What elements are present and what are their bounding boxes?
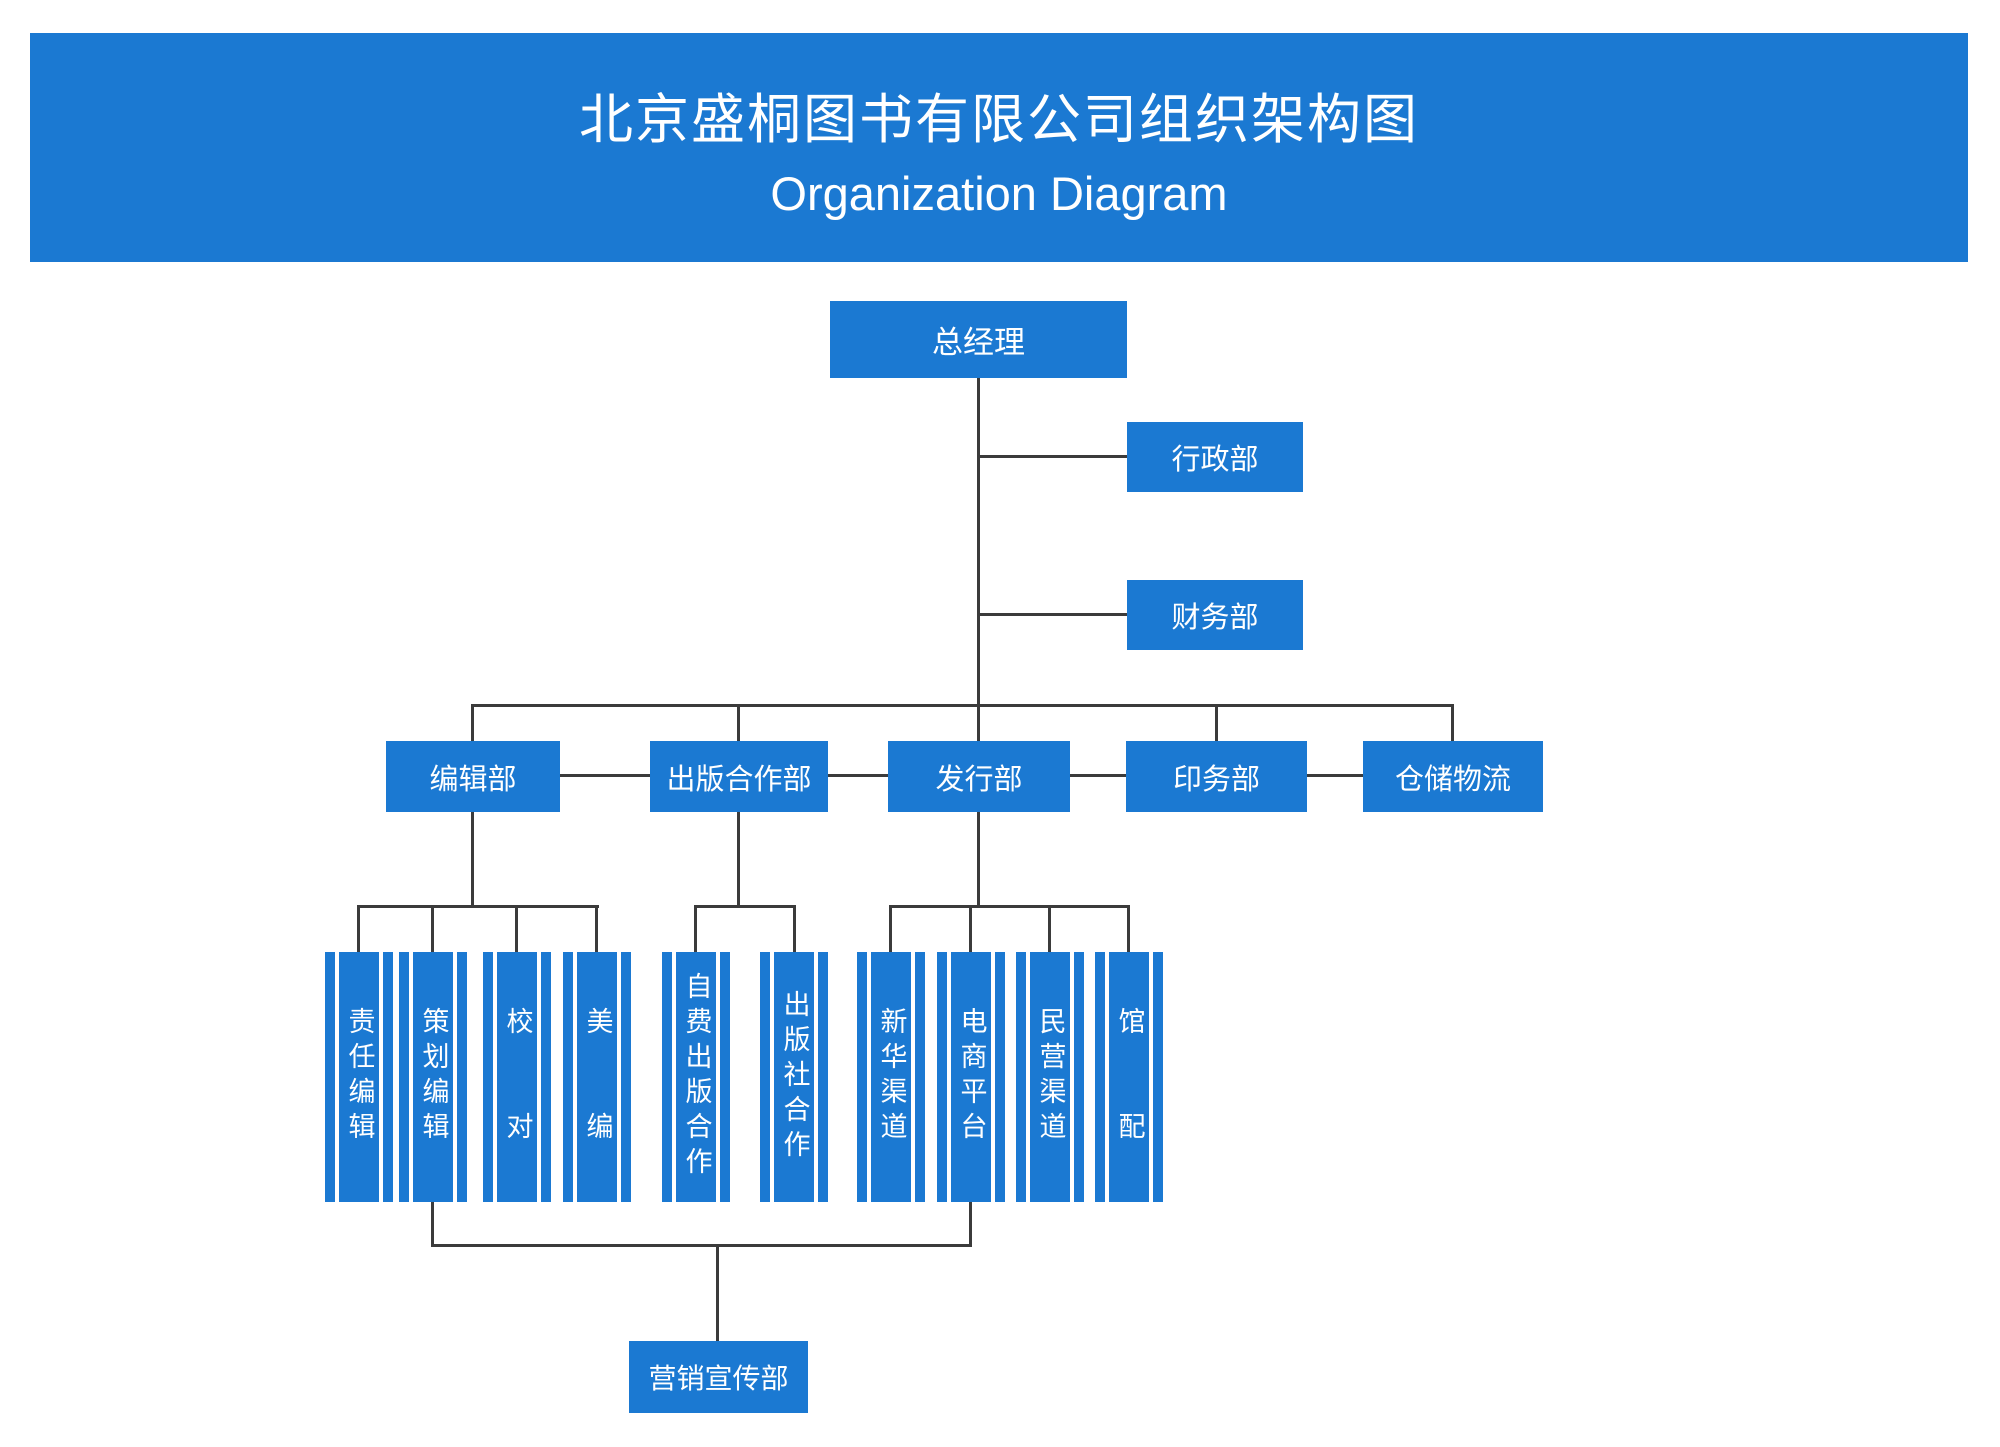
node-label: 电商平台 — [956, 1007, 987, 1147]
connector-feed-marketing — [716, 1244, 719, 1341]
connector-feed-editorial — [471, 812, 474, 908]
connector-subdrop-self-publishing — [694, 905, 697, 953]
connector-subdrop-publisher-coop — [793, 905, 796, 953]
node-label: 美 编 — [582, 1007, 613, 1147]
node-proofreading: 校 对 — [483, 952, 551, 1202]
node-ecommerce-platform: 电商平台 — [937, 952, 1005, 1202]
node-self-publishing-coop: 自费出版合作 — [662, 952, 730, 1202]
connector-feed-distribution — [977, 812, 980, 908]
node-label: 财务部 — [1171, 602, 1259, 634]
node-label: 出版社合作 — [779, 989, 810, 1165]
node-label: 新华渠道 — [876, 1007, 907, 1147]
connector-drop-distribution — [977, 704, 980, 742]
node-publisher-coop: 出版社合作 — [760, 952, 828, 1202]
connector-sibling-4 — [1307, 774, 1363, 777]
node-label: 总经理 — [932, 325, 1025, 360]
connector-drop-editorial — [471, 704, 474, 742]
node-library-distribution: 馆 配 — [1095, 952, 1163, 1202]
node-label: 编辑部 — [429, 763, 517, 796]
node-marketing-dept: 营销宣传部 — [629, 1341, 808, 1413]
node-finance-dept: 财务部 — [1127, 580, 1303, 650]
connector-subdrop-private — [1048, 905, 1051, 953]
connector-admin-branch — [978, 455, 1127, 458]
node-label: 出版合作部 — [666, 763, 812, 796]
connector-subdrop-proofreading — [515, 905, 518, 953]
connector-subbus-editorial — [357, 905, 599, 908]
connector-subdrop-art-editor — [595, 905, 598, 953]
connector-subdrop-duty-editor — [357, 905, 360, 953]
node-admin-dept: 行政部 — [1127, 422, 1303, 492]
node-private-channel: 民营渠道 — [1016, 952, 1084, 1202]
connector-sibling-2 — [828, 774, 888, 777]
connector-bottom-left-drop — [431, 1202, 434, 1247]
node-printing-dept: 印务部 — [1126, 741, 1307, 812]
node-label: 责任编辑 — [344, 1007, 375, 1147]
node-art-editor: 美 编 — [563, 952, 631, 1202]
node-publishing-coop-dept: 出版合作部 — [650, 741, 828, 812]
node-label: 发行部 — [935, 763, 1023, 796]
connector-sibling-1 — [560, 774, 650, 777]
node-duty-editor: 责任编辑 — [325, 952, 393, 1202]
title-banner: 北京盛桐图书有限公司组织架构图 Organization Diagram — [30, 33, 1968, 262]
connector-spine — [977, 378, 980, 705]
node-general-manager: 总经理 — [830, 301, 1127, 378]
node-xinhua-channel: 新华渠道 — [857, 952, 925, 1202]
node-warehouse-logistics: 仓储物流 — [1363, 741, 1543, 812]
node-label: 馆 配 — [1114, 1007, 1145, 1147]
connector-feed-publishing — [737, 812, 740, 908]
connector-sibling-3 — [1070, 774, 1126, 777]
connector-finance-branch — [978, 613, 1127, 616]
connector-subbus-distribution — [889, 905, 1130, 908]
page-subtitle: Organization Diagram — [770, 166, 1228, 220]
node-planning-editor: 策划编辑 — [399, 952, 467, 1202]
node-distribution-dept: 发行部 — [888, 741, 1070, 812]
connector-level2-bus — [471, 704, 1454, 707]
node-label: 行政部 — [1171, 444, 1259, 476]
node-label: 民营渠道 — [1035, 1007, 1066, 1147]
node-label: 自费出版合作 — [681, 972, 712, 1182]
connector-subdrop-planning-editor — [431, 905, 434, 953]
node-label: 策划编辑 — [418, 1007, 449, 1147]
connector-drop-printing — [1215, 704, 1218, 742]
node-label: 校 对 — [502, 1007, 533, 1147]
node-label: 营销宣传部 — [648, 1363, 789, 1394]
page-title: 北京盛桐图书有限公司组织架构图 — [579, 89, 1419, 150]
connector-drop-publishing — [737, 704, 740, 742]
connector-subdrop-ecommerce — [969, 905, 972, 953]
node-label: 印务部 — [1172, 763, 1260, 796]
connector-bottom-bus — [431, 1244, 972, 1247]
connector-subbus-publishing — [694, 905, 796, 908]
connector-bottom-right-drop — [969, 1202, 972, 1247]
node-label: 仓储物流 — [1394, 763, 1511, 796]
connector-subdrop-xinhua — [889, 905, 892, 953]
connector-drop-warehouse — [1451, 704, 1454, 742]
node-editorial-dept: 编辑部 — [386, 741, 560, 812]
connector-subdrop-library — [1127, 905, 1130, 953]
